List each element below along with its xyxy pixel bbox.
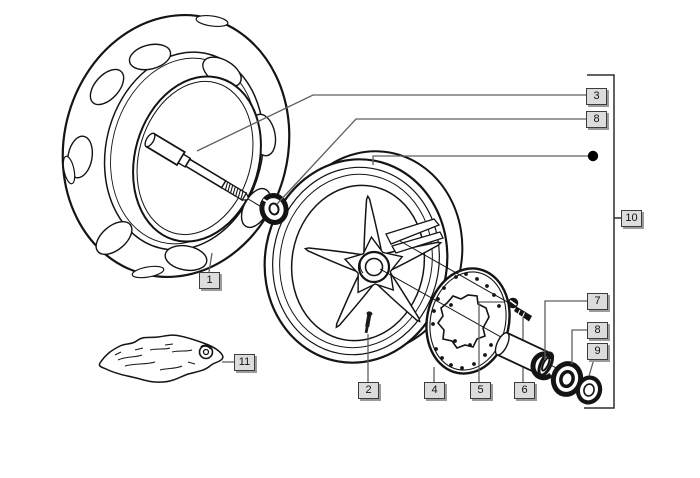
circlip-illustration — [530, 351, 555, 381]
callout-8-bottom-label: 8 — [594, 324, 601, 336]
leader-lines — [196, 94, 595, 382]
callout-10-label: 10 — [625, 212, 638, 224]
callout-1-label: 1 — [206, 274, 213, 286]
gasket-texture — [114, 343, 196, 371]
callout-5[interactable]: 5 — [470, 382, 491, 399]
callout-9[interactable]: 9 — [587, 343, 608, 360]
callout-11[interactable]: 11 — [234, 354, 255, 371]
group-bracket — [584, 74, 621, 409]
callout-6-label: 6 — [521, 384, 528, 396]
seal-ring-illustration — [575, 375, 603, 405]
callout-10[interactable]: 10 — [621, 210, 642, 227]
callout-1[interactable]: 1 — [199, 272, 220, 289]
retainer-ring-illustration — [259, 193, 289, 225]
callout-8-bottom[interactable]: 8 — [587, 322, 608, 339]
callout-6[interactable]: 6 — [514, 382, 535, 399]
bullet-dot — [587, 150, 599, 162]
callout-11-label: 11 — [238, 356, 251, 368]
spoke-wing-lower — [391, 231, 444, 254]
valve-stem-illustration — [364, 311, 373, 334]
callout-2[interactable]: 2 — [358, 382, 379, 399]
axle-threads — [224, 181, 244, 200]
wheel-illustration — [263, 150, 464, 364]
tire-edge-marks — [62, 14, 229, 279]
axle-illustration — [144, 132, 270, 213]
callout-3[interactable]: 3 — [586, 88, 607, 105]
disc-inner-contour — [436, 294, 490, 349]
callout-4[interactable]: 4 — [424, 382, 445, 399]
callout-7[interactable]: 7 — [587, 293, 608, 310]
callout-4-label: 4 — [431, 384, 438, 396]
callout-8-top[interactable]: 8 — [586, 111, 607, 128]
callout-2-label: 2 — [365, 384, 372, 396]
callout-5-label: 5 — [477, 384, 484, 396]
spoke-wing-upper — [385, 218, 441, 245]
callout-7-label: 7 — [594, 295, 601, 307]
gasket-illustration — [98, 334, 224, 383]
callout-8-top-label: 8 — [593, 113, 600, 125]
callout-9-label: 9 — [594, 345, 601, 357]
callout-3-label: 3 — [593, 90, 600, 102]
brake-disc-illustration — [425, 267, 511, 375]
disc-bolt-illustration — [507, 297, 532, 322]
